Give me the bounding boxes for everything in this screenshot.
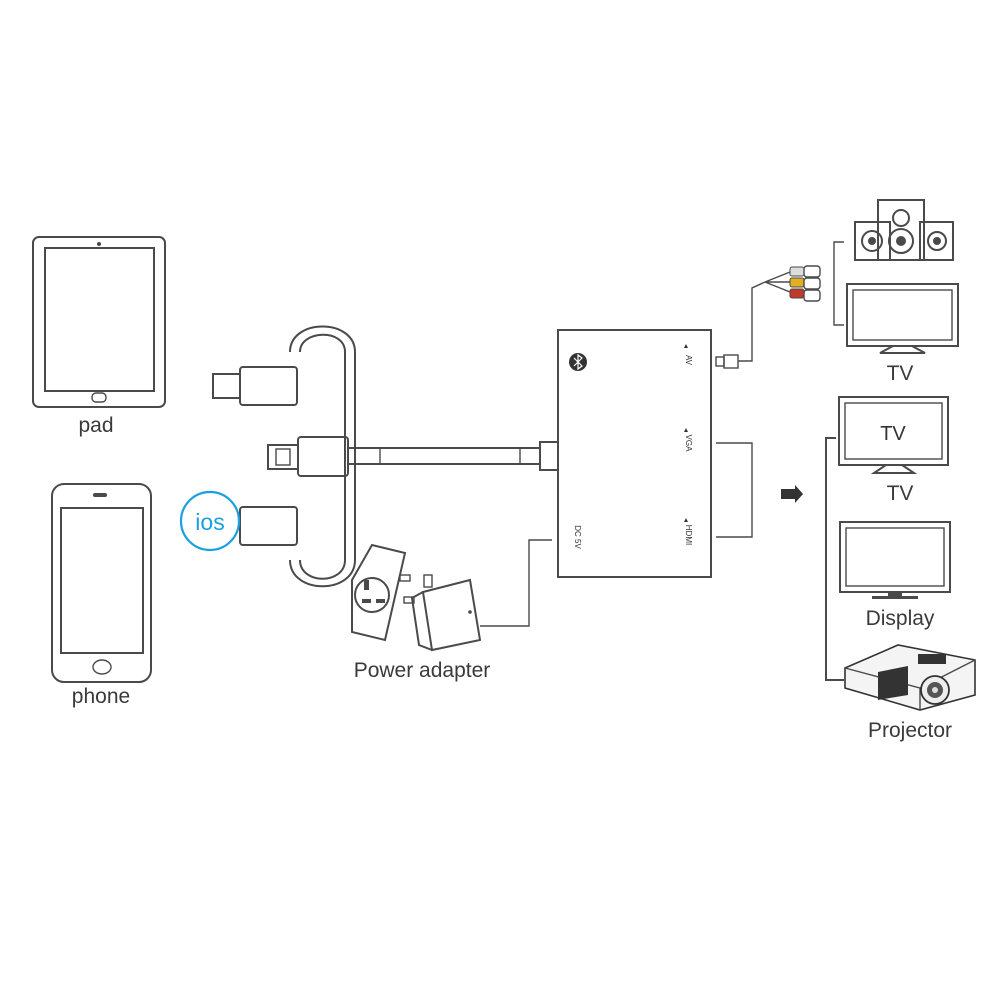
tv-vga-label: TV [887,482,914,505]
rca-splitter [764,265,821,302]
port-vga-label: VGA [684,435,693,453]
iphone-icon [51,483,152,683]
power-adapter-icon [399,574,482,652]
pad-label: pad [78,414,113,437]
ios-badge: ios [179,490,241,552]
speakers-icon [854,199,954,261]
tv-av-label: TV [887,362,914,385]
projector-icon [844,644,976,711]
tv-vga-icon [838,396,949,474]
power-adapter-label: Power adapter [354,659,491,682]
ipad-icon [32,236,166,408]
vga-hdmi-lines [716,442,753,538]
output-bracket [825,437,844,681]
phone-label: phone [72,685,130,708]
adapter-hub: AV VGA HDMI DC 5V [557,329,712,578]
three-in-one-cable [212,325,559,588]
display-label: Display [866,607,935,630]
ios-badge-label: ios [195,509,224,535]
power-cable [480,539,552,627]
tv-av-icon [846,283,959,354]
tv-vga-screen-text: TV [880,423,906,445]
projector-label: Projector [868,719,952,742]
av-bracket [833,241,844,326]
display-icon [839,521,951,599]
port-av-label: AV [684,355,693,366]
port-hdmi-label: HDMI [684,525,693,545]
port-dc-label: DC 5V [573,525,582,549]
audio-jack-cable [715,281,766,369]
wall-socket-icon [351,543,407,642]
arrow-right-icon [781,485,803,503]
bluetooth-icon [573,353,583,371]
